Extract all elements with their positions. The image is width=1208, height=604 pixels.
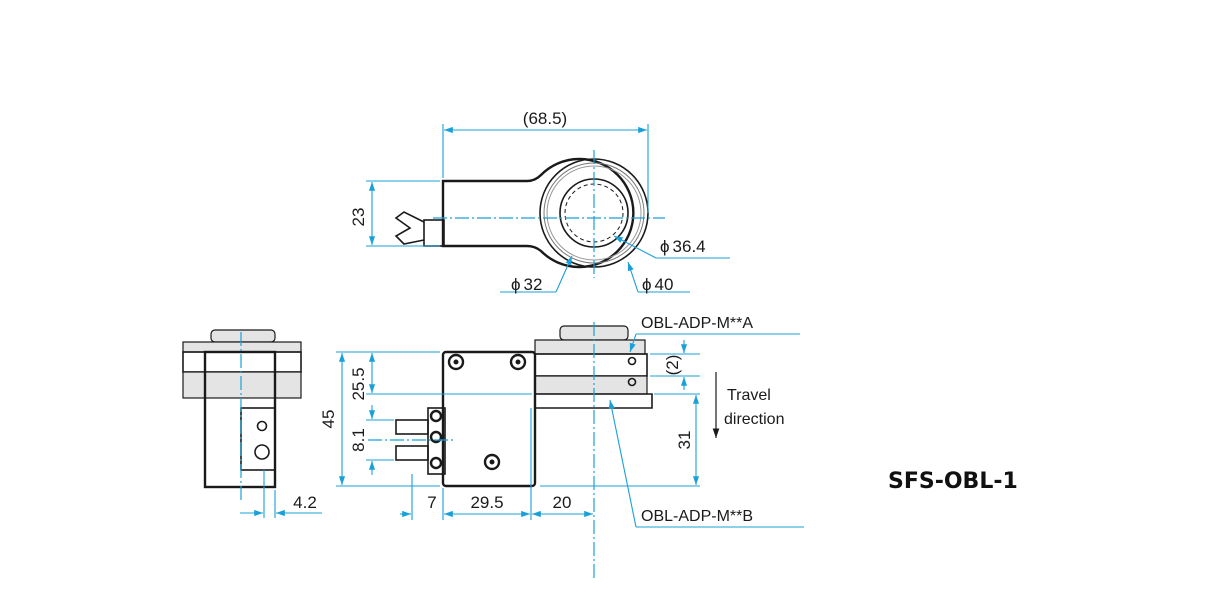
screw-small (256, 420, 268, 432)
adapter-screw-b (627, 377, 637, 387)
dim-gap: (2) (663, 355, 682, 376)
dim-body-length: 29.5 (470, 493, 503, 512)
dim-lower-height: 31 (675, 431, 694, 450)
body-screw-3 (483, 453, 501, 471)
dim-conn-length: 7 (427, 493, 436, 512)
dim-overall-length: (68.5) (523, 109, 567, 128)
cable-upper (395, 419, 429, 435)
side-ring-lower (182, 371, 302, 399)
dim-side-offset: 4.2 (293, 493, 317, 512)
cable (394, 211, 425, 245)
dim-body-height: 23 (349, 208, 368, 227)
top-body-outline (441, 157, 635, 269)
travel-label-1: Travel (727, 387, 771, 404)
cable-gland (423, 219, 445, 247)
dim-height-total: 45 (319, 410, 338, 429)
body-screw-1 (447, 353, 465, 371)
side-connector (240, 407, 276, 471)
side-collar (182, 341, 302, 353)
body-screw-2 (509, 353, 527, 371)
dim-height-upper: 25.5 (349, 367, 368, 400)
dim-flange-length: 20 (553, 493, 572, 512)
dim-connector-height: 8.1 (349, 428, 368, 452)
label-adapter-b: OBL-ADP-M**B (641, 508, 753, 525)
front-connector (427, 407, 446, 475)
front-body (441, 350, 537, 488)
front-collar (534, 339, 646, 355)
model-name: SFS-OBL-1 (888, 469, 1018, 494)
label-adapter-a: OBL-ADP-M**A (641, 315, 753, 332)
cable-lower (395, 445, 429, 461)
screw-large (254, 444, 270, 460)
side-ring-upper (182, 351, 302, 373)
travel-label-2: direction (724, 411, 784, 428)
adapter-screw-a (627, 356, 637, 366)
side-nut-top (210, 329, 276, 343)
side-view: 4.2 (182, 329, 322, 518)
front-view: 45 25.5 8.1 7 29.5 20 (2) 31 OBL-ADP-M**… (319, 315, 804, 580)
